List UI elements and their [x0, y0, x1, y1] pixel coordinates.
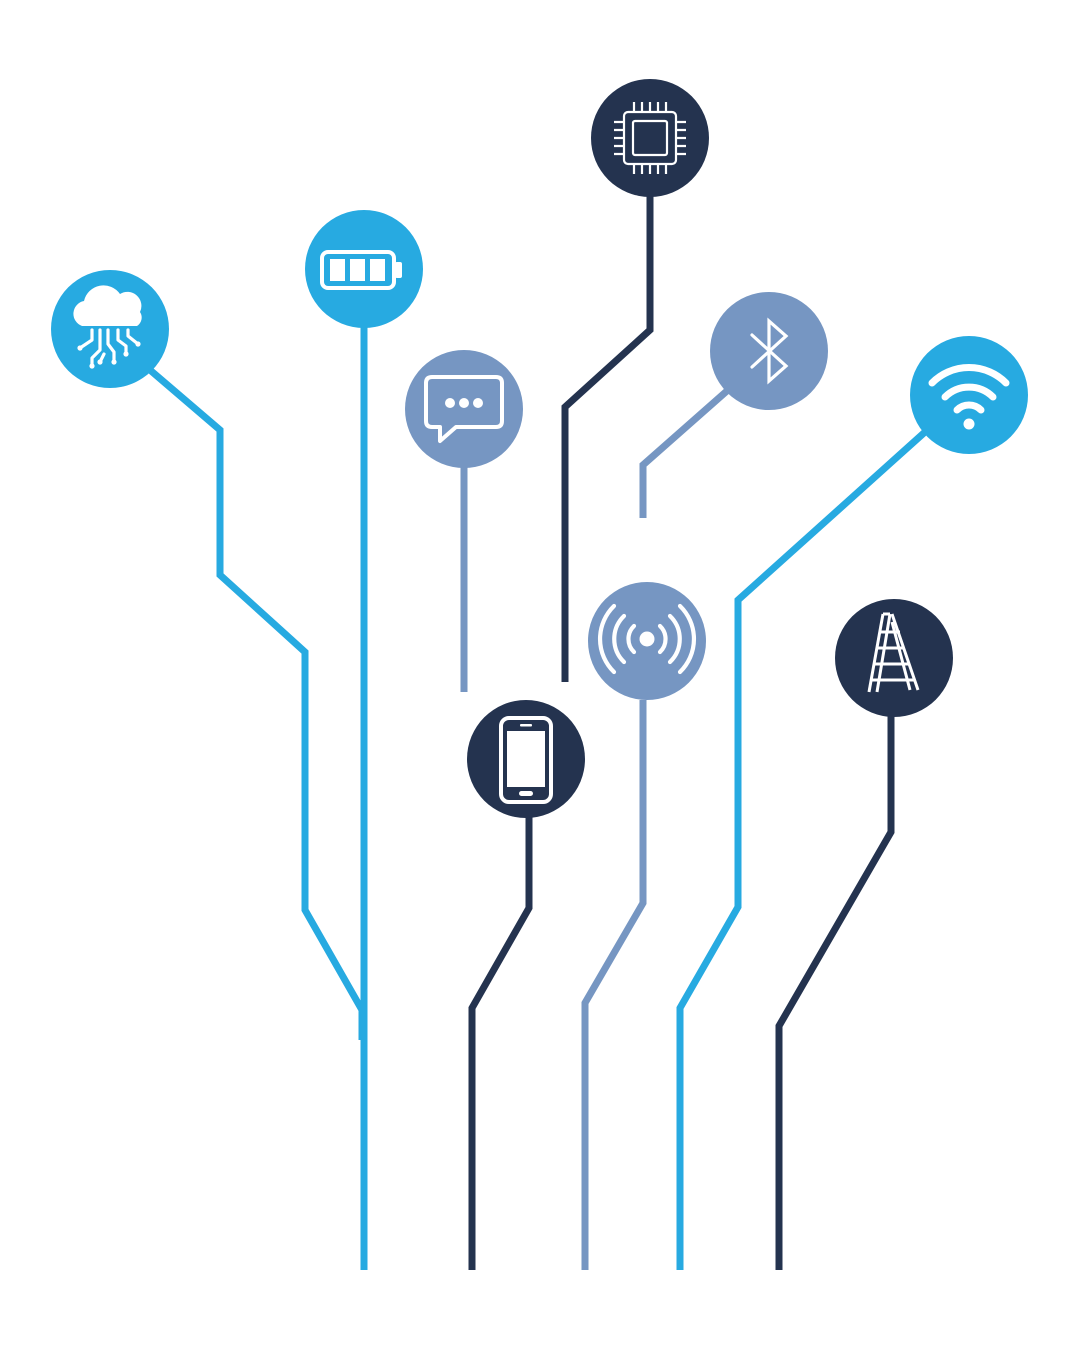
signal-node — [588, 582, 706, 700]
wifi-node — [910, 336, 1028, 454]
smartphone-icon — [499, 716, 553, 804]
phone-trace — [468, 815, 533, 1270]
signal-trace — [581, 700, 647, 1270]
battery-icon — [320, 250, 402, 290]
cloud-trace — [147, 367, 366, 1040]
ladder-icon — [867, 612, 920, 693]
chip-node — [591, 79, 709, 197]
cloud-node — [51, 270, 169, 388]
bluetooth-node — [710, 292, 828, 410]
battery-node — [305, 210, 423, 328]
chat-bubble-icon — [424, 375, 504, 443]
broadcast-signal-icon — [597, 603, 697, 675]
wifi-icon — [928, 364, 1010, 430]
ladder-trace — [775, 715, 895, 1270]
wifi-trace — [676, 429, 928, 1270]
cloud-network-icon — [73, 285, 142, 369]
bluetooth-icon — [750, 317, 789, 385]
bluetooth-trace — [639, 387, 731, 518]
ladder-node — [835, 599, 953, 717]
chip-trace — [561, 195, 654, 682]
microchip-icon — [614, 102, 686, 174]
chat-node — [405, 350, 523, 468]
phone-node — [467, 700, 585, 818]
